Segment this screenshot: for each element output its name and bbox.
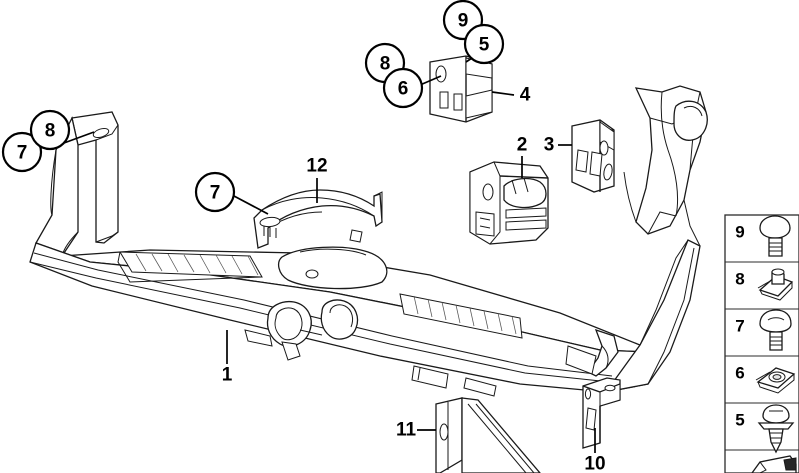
legend-row-7[interactable]: 7 — [735, 309, 792, 351]
callout-label: 6 — [398, 79, 409, 100]
callout-10[interactable]: 10 — [584, 454, 605, 473]
hex-head-bolt-icon — [759, 215, 791, 257]
sheet-metal-clip-icon — [751, 455, 797, 473]
callout-8-left[interactable]: 8 — [29, 109, 71, 151]
callout-6-top[interactable]: 6 — [382, 67, 424, 109]
cage-nut-clip-icon — [757, 268, 794, 301]
legend-number: 9 — [735, 223, 744, 242]
part-right-end-bracket — [623, 85, 708, 247]
legend-row-9[interactable]: 9 — [735, 215, 791, 257]
callout-label: 7 — [210, 183, 221, 204]
legend-row-8[interactable]: 8 — [735, 268, 794, 301]
part-bumper-carrier-main — [29, 111, 701, 397]
legend-number: 7 — [735, 317, 744, 336]
callout-3[interactable]: 3 — [544, 135, 555, 156]
callout-2[interactable]: 2 — [517, 135, 528, 156]
part-curved-guide-bracket — [253, 189, 383, 249]
legend-panel: 9 8 7 — [724, 214, 799, 473]
callout-4[interactable]: 4 — [520, 85, 531, 106]
legend-row-partial[interactable] — [751, 455, 797, 473]
rib-hatch-left — [135, 253, 259, 276]
legend-number: 5 — [735, 411, 744, 430]
part-crash-box-absorber — [469, 161, 549, 245]
part-upper-bracket — [429, 55, 493, 123]
legend-number: 8 — [735, 270, 744, 289]
callout-11[interactable]: 11 — [396, 420, 417, 441]
part-mounting-plate-right — [571, 119, 615, 193]
rib-hatch-right — [413, 295, 517, 335]
callout-label: 8 — [380, 54, 391, 75]
legend-row-5[interactable]: 5 — [735, 404, 795, 454]
callout-7-left[interactable]: 7 — [1, 131, 43, 173]
callout-label: 7 — [17, 143, 28, 164]
part-hook-detail — [565, 328, 619, 377]
part-support-rail-bracket — [435, 397, 541, 473]
part-angle-bracket-small — [582, 377, 621, 449]
callout-label: 5 — [479, 35, 490, 56]
legend-row-6[interactable]: 6 — [735, 364, 796, 394]
callout-label: 9 — [458, 11, 469, 32]
callout-1[interactable]: 1 — [222, 365, 233, 386]
legend-number: 6 — [735, 364, 744, 383]
hex-flange-self-tapping-screw-icon — [757, 404, 795, 454]
callout-5-top[interactable]: 5 — [463, 23, 505, 65]
pan-head-screw-icon — [759, 309, 792, 351]
callout-label: 8 — [45, 121, 56, 142]
callout-7-middle[interactable]: 7 — [194, 171, 236, 213]
flat-clip-nut-icon — [755, 367, 796, 394]
callout-12[interactable]: 12 — [306, 156, 327, 177]
